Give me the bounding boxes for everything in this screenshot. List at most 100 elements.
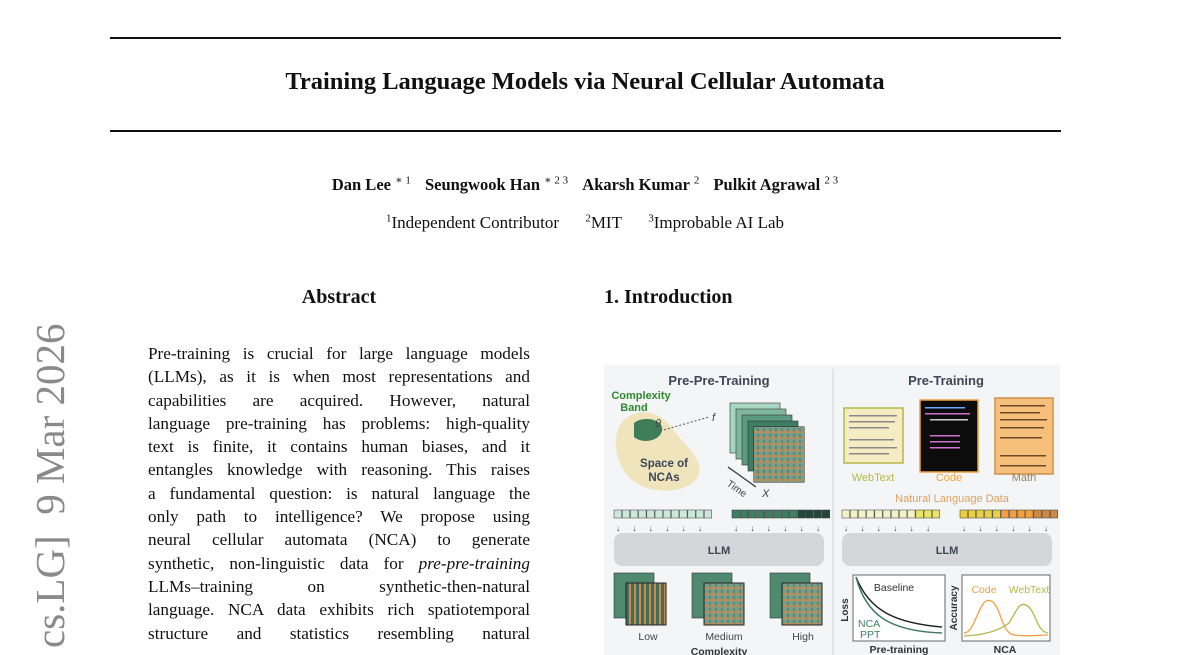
down-arrow-icon: ↓ xyxy=(682,524,686,533)
author-name: Pulkit Agrawal xyxy=(713,174,821,194)
token-cell xyxy=(841,509,850,519)
abstract-line: only path to intelligence? We propose us… xyxy=(148,507,530,527)
token-cell xyxy=(646,509,655,519)
down-arrow-icon: ↓ xyxy=(910,524,914,533)
abstract-line: LLMs–training on synthetic-then-natural xyxy=(148,576,530,596)
affiliation-name: MIT xyxy=(590,212,622,232)
nca-axis-label: NCA xyxy=(994,644,1017,655)
time-arrow xyxy=(727,466,757,488)
abstract-line: synthetic, non-linguistic data for pre-p… xyxy=(148,552,530,575)
complexity-low-sample xyxy=(613,572,667,626)
down-arrow-icon: ↓ xyxy=(698,524,702,533)
token-cell xyxy=(630,509,639,519)
nca-ppt-curve xyxy=(855,576,943,634)
space-of-ncas-label: Space of xyxy=(640,458,688,470)
author: Pulkit Agrawal 2 3 xyxy=(713,174,838,194)
llm-label: LLM xyxy=(936,545,959,557)
abstract-line: language pre-training has problems: high… xyxy=(148,413,530,433)
complexity-band-shape xyxy=(634,419,663,441)
token-cell xyxy=(1049,509,1058,519)
token-cell xyxy=(866,509,875,519)
math-label: Math xyxy=(1012,472,1036,484)
author-name: Dan Lee xyxy=(331,174,391,194)
llm-block-right xyxy=(842,533,1052,566)
author-list: Dan Lee ∗ 1 Seungwook Han ∗ 2 3 Akarsh K… xyxy=(0,173,1170,195)
abstract-line: language. NCA data exhibits rich spatiot… xyxy=(148,600,530,620)
token-cell xyxy=(805,509,814,519)
down-arrow-icon: ↓ xyxy=(750,524,754,533)
left-panel-title: Pre-Pre-Training xyxy=(668,373,769,388)
down-arrow-icon: ↓ xyxy=(649,524,653,533)
author-marks: ∗ 1 xyxy=(395,174,411,186)
token-cell xyxy=(1000,509,1009,519)
down-arrow-icon: ↓ xyxy=(1044,524,1048,533)
complexity-band-label: Band xyxy=(620,402,648,414)
document-text-lines xyxy=(849,405,1047,467)
token-cell xyxy=(654,509,663,519)
top-rule xyxy=(110,37,1061,39)
llm-block-left xyxy=(614,533,824,566)
down-arrow-icon: ↓ xyxy=(616,524,620,533)
loss-chart-frame xyxy=(852,574,946,642)
token-cell xyxy=(780,509,789,519)
abstract-line: text is finite, it contains human biases… xyxy=(148,437,530,457)
token-cell xyxy=(849,509,858,519)
affiliation-num: 2 xyxy=(585,212,591,224)
abstract-line: capabilities are acquired. However, natu… xyxy=(148,390,530,410)
token-cell xyxy=(748,509,757,519)
token-cell xyxy=(731,509,740,519)
token-cell xyxy=(687,509,696,519)
author: Seungwook Han ∗ 2 3 xyxy=(424,174,568,194)
token-cell xyxy=(923,509,932,519)
down-arrow-icon: ↓ xyxy=(1011,524,1015,533)
author-marks: 2 xyxy=(693,174,700,186)
down-arrow-icon: ↓ xyxy=(877,524,881,533)
down-arrow-icon: ↓ xyxy=(926,524,930,533)
down-arrow-icon: ↓ xyxy=(995,524,999,533)
token-cell xyxy=(764,509,773,519)
token-cell xyxy=(621,509,630,519)
webtext-label: WebText xyxy=(852,472,895,484)
introduction-heading: 1. Introduction xyxy=(604,286,733,308)
code-label: Code xyxy=(936,472,962,484)
math-document xyxy=(994,397,1054,475)
down-arrow-icon: ↓ xyxy=(893,524,897,533)
down-arrow-icon: ↓ xyxy=(860,524,864,533)
token-cell xyxy=(1008,509,1017,519)
token-cell xyxy=(992,509,1001,519)
abstract-heading: Abstract xyxy=(301,286,377,308)
token-cell xyxy=(821,509,830,519)
abstract-line: neural cellular automata (NCA) to genera… xyxy=(148,530,530,550)
abstract-line: a fundamental question: is natural langu… xyxy=(148,483,530,503)
token-cell xyxy=(797,509,806,519)
token-cell xyxy=(907,509,916,519)
down-arrow-icon: ↓ xyxy=(978,524,982,533)
f-theta-symbol: f xyxy=(712,412,716,424)
loss-axis-label: Loss xyxy=(840,598,851,622)
down-arrow-icon: ↓ xyxy=(783,524,787,533)
code-curve-label: Code xyxy=(971,584,996,596)
token-cell xyxy=(671,509,680,519)
complexity-band-label: Complexity xyxy=(611,390,671,402)
arxiv-stamp: cs.LG] 9 Mar 2026 xyxy=(27,323,73,648)
down-arrow-icon: ↓ xyxy=(1028,524,1032,533)
title-bottom-rule xyxy=(110,130,1061,132)
affiliation: 2MIT xyxy=(585,212,622,232)
down-arrow-icon: ↓ xyxy=(632,524,636,533)
author-name: Seungwook Han xyxy=(424,174,541,194)
baseline-curve xyxy=(855,576,943,628)
affiliation-num: 3 xyxy=(648,212,654,224)
token-cell xyxy=(695,509,704,519)
token-cell xyxy=(1041,509,1050,519)
complexity-medium-label: Medium xyxy=(705,631,743,643)
token-cell xyxy=(967,509,976,519)
down-arrow-icon: ↓ xyxy=(665,524,669,533)
right-panel-title: Pre-Training xyxy=(908,373,984,388)
token-cell xyxy=(813,509,822,519)
token-cell xyxy=(874,509,883,519)
author: Dan Lee ∗ 1 xyxy=(331,174,411,194)
token-cell xyxy=(899,509,908,519)
token-cell xyxy=(1033,509,1042,519)
natural-language-data-label: Natural Language Data xyxy=(895,493,1010,505)
code-curve xyxy=(963,600,1049,637)
